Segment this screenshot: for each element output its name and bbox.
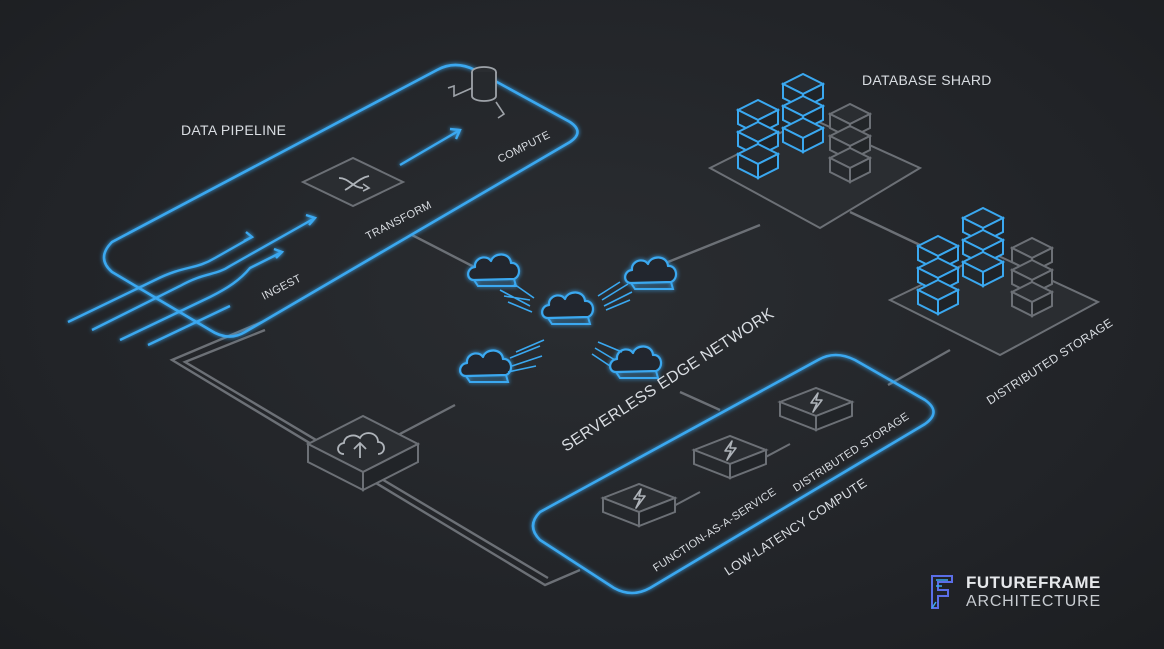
database-shard-cluster bbox=[707, 73, 923, 230]
logo-icon bbox=[931, 575, 953, 609]
cloud-icon bbox=[541, 291, 595, 326]
upload-cloud-icon bbox=[337, 432, 385, 458]
label-database-shard: DATABASE SHARD bbox=[862, 72, 992, 88]
label-ingest: INGEST bbox=[260, 273, 304, 303]
function-server-box bbox=[693, 435, 767, 479]
edge-clouds bbox=[459, 253, 678, 384]
brand-name: FUTUREFRAME bbox=[966, 573, 1101, 592]
function-server-box bbox=[779, 387, 853, 431]
data-pipeline-panel bbox=[102, 63, 579, 338]
label-serverless-edge-network: SERVERLESS EDGE NETWORK bbox=[559, 305, 777, 455]
function-server-box bbox=[602, 483, 676, 527]
brand-subtitle: ARCHITECTURE bbox=[966, 593, 1101, 610]
distributed-storage-cluster bbox=[887, 207, 1101, 357]
signal-rays bbox=[499, 281, 633, 373]
cloud-icon bbox=[609, 345, 663, 380]
cloud-icon bbox=[459, 349, 513, 384]
cloud-icon bbox=[467, 253, 521, 288]
database-cylinder-icon bbox=[447, 66, 506, 119]
brand-logo: FUTUREFRAME ARCHITECTURE bbox=[928, 572, 1101, 612]
label-data-pipeline: DATA PIPELINE bbox=[181, 122, 286, 138]
ingest-streams bbox=[67, 127, 462, 347]
transform-box bbox=[300, 156, 406, 208]
label-transform: TRANSFORM bbox=[364, 199, 434, 243]
label-compute: COMPUTE bbox=[496, 129, 552, 166]
gateway-box bbox=[305, 414, 421, 492]
low-latency-compute-panel bbox=[531, 353, 935, 595]
